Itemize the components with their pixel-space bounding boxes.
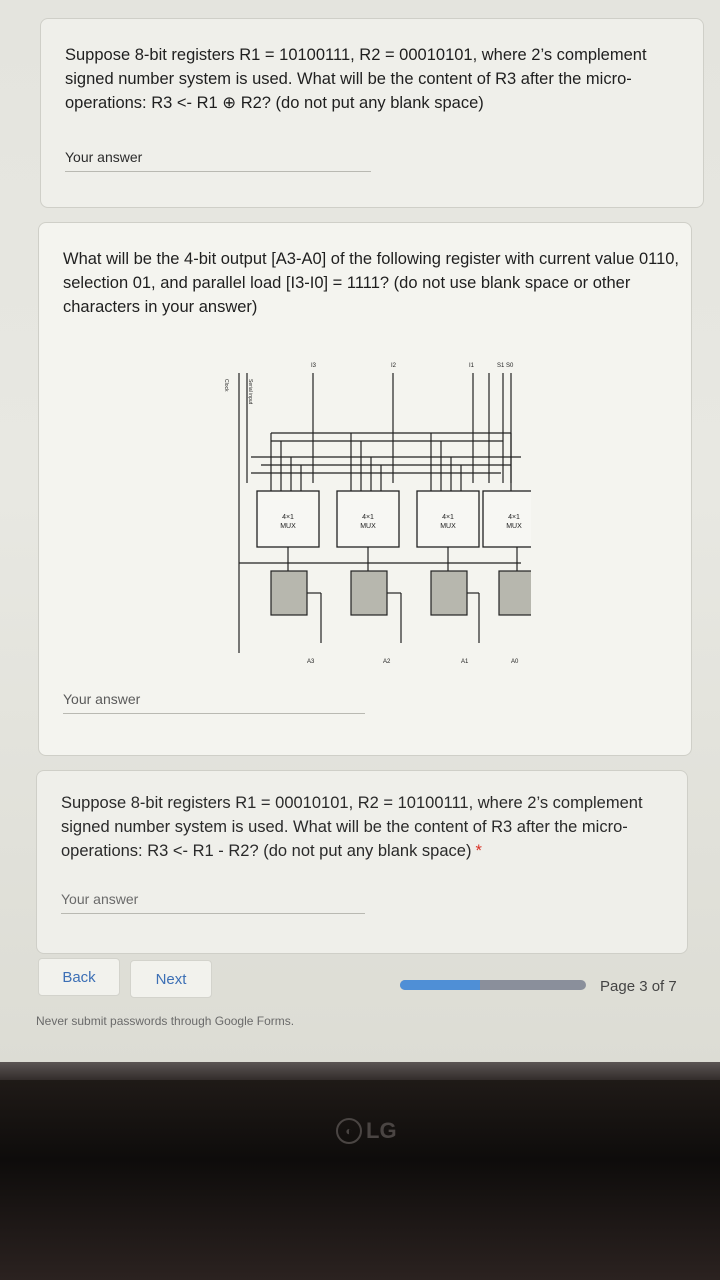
svg-text:A0: A0 bbox=[511, 659, 519, 665]
mux-blocks: 4×1 MUX 4×1 MUX 4×1 MUX 4×1 MUX bbox=[256, 490, 531, 548]
form-screen: Suppose 8-bit registers R1 = 10100111, R… bbox=[0, 0, 720, 1080]
question-text-3-body: Suppose 8-bit registers R1 = 00010101, R… bbox=[61, 794, 643, 860]
svg-text:Serial input: Serial input bbox=[247, 379, 253, 405]
monitor-bezel bbox=[0, 1080, 720, 1280]
answer-input-1[interactable]: Your answer bbox=[65, 149, 371, 172]
progress-bar bbox=[400, 980, 586, 990]
monitor-bezel-edge bbox=[0, 1062, 720, 1084]
question-text-1: Suppose 8-bit registers R1 = 10100111, R… bbox=[65, 46, 647, 112]
svg-text:4×1: 4×1 bbox=[362, 514, 374, 521]
next-button[interactable]: Next bbox=[130, 960, 212, 998]
question-card-3: Suppose 8-bit registers R1 = 00010101, R… bbox=[36, 770, 688, 954]
svg-text:S1 S0: S1 S0 bbox=[497, 363, 514, 369]
footer-warning: Never submit passwords through Google Fo… bbox=[36, 1014, 295, 1028]
question-card-1: Suppose 8-bit registers R1 = 10100111, R… bbox=[40, 18, 704, 208]
lg-logo-icon: ◐ bbox=[336, 1118, 362, 1144]
question-text-3: Suppose 8-bit registers R1 = 00010101, R… bbox=[61, 791, 671, 863]
svg-text:A3: A3 bbox=[307, 659, 315, 665]
progress-fill bbox=[400, 980, 480, 990]
svg-text:I1: I1 bbox=[469, 363, 475, 369]
svg-text:A2: A2 bbox=[383, 659, 391, 665]
answer-input-3[interactable]: Your answer bbox=[61, 891, 365, 914]
svg-text:I2: I2 bbox=[391, 363, 397, 369]
svg-text:Clock: Clock bbox=[223, 379, 229, 392]
svg-text:MUX: MUX bbox=[280, 523, 296, 530]
required-asterisk: * bbox=[475, 842, 482, 860]
svg-text:MUX: MUX bbox=[440, 523, 456, 530]
svg-text:4×1: 4×1 bbox=[508, 514, 520, 521]
question-card-2: What will be the 4-bit output [A3-A0] of… bbox=[38, 222, 692, 756]
register-diagram: 4×1 MUX 4×1 MUX 4×1 MUX 4×1 MUX bbox=[211, 353, 531, 673]
svg-text:MUX: MUX bbox=[506, 523, 522, 530]
svg-text:I3: I3 bbox=[311, 363, 317, 369]
answer-input-2[interactable]: Your answer bbox=[63, 691, 365, 714]
back-button[interactable]: Back bbox=[38, 958, 120, 996]
svg-text:A1: A1 bbox=[461, 659, 469, 665]
monitor-logo: ◐ LG bbox=[336, 1118, 397, 1144]
question-text-2: What will be the 4-bit output [A3-A0] of… bbox=[63, 250, 680, 316]
monitor-brand: LG bbox=[366, 1118, 397, 1143]
svg-text:4×1: 4×1 bbox=[282, 514, 294, 521]
svg-text:MUX: MUX bbox=[360, 523, 376, 530]
svg-text:4×1: 4×1 bbox=[442, 514, 454, 521]
page-indicator: Page 3 of 7 bbox=[600, 978, 677, 995]
